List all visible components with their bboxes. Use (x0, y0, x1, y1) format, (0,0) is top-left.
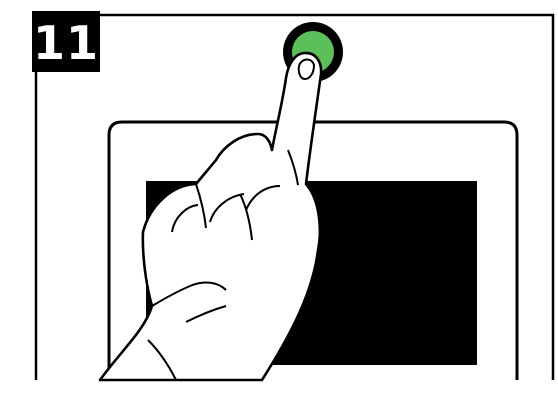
step-number-badge: 11 (32, 11, 100, 72)
